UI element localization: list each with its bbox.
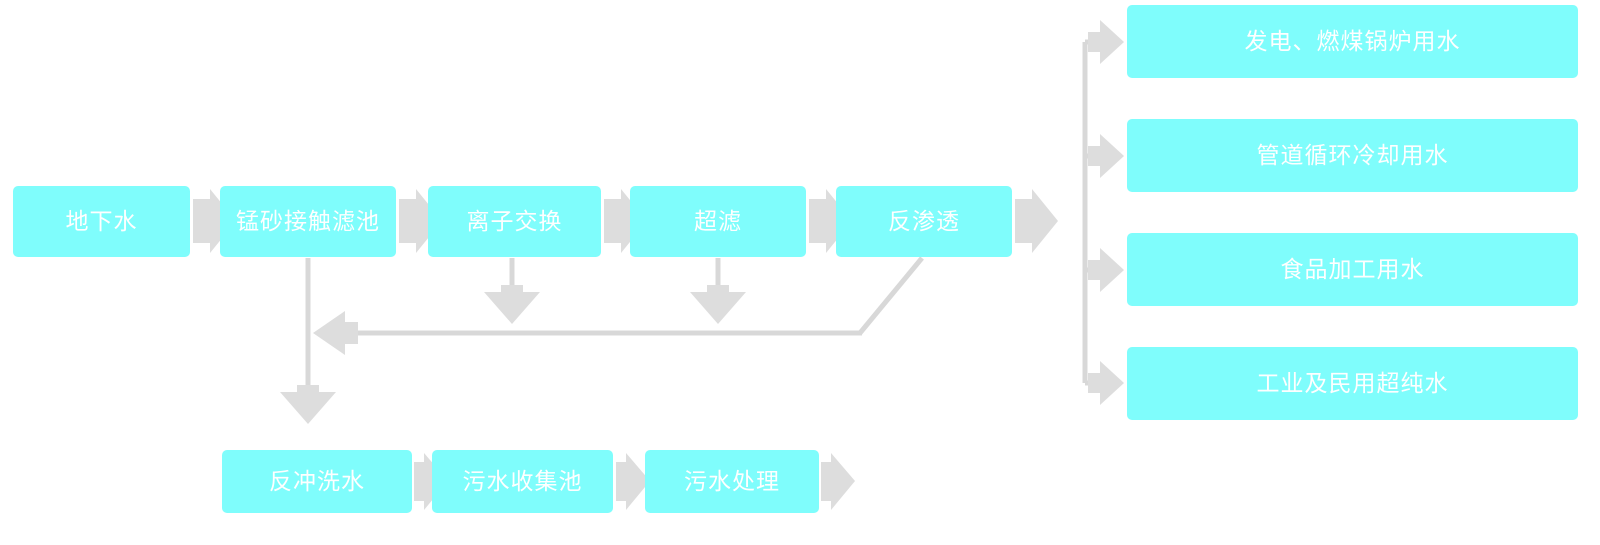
node-sewage-treatment-label: 污水处理 — [684, 467, 780, 494]
arrow-collection-to-treatment — [616, 453, 650, 510]
arrow-manganese-to-ion-exchange — [399, 189, 442, 253]
arrow-ion-exchange-to-ultrafiltration — [604, 189, 647, 253]
node-sewage-collection-tank[interactable]: 污水收集池 — [432, 450, 613, 513]
node-manganese-sand-filter-label: 锰砂接触滤池 — [236, 207, 380, 234]
arrow-groundwater-to-manganese — [193, 189, 236, 253]
node-reverse-osmosis[interactable]: 反渗透 — [836, 186, 1012, 257]
arrow-down-ion-exchange-return — [484, 292, 540, 324]
node-groundwater-label: 地下水 — [65, 207, 138, 234]
node-food-processing-water[interactable]: 食品加工用水 — [1127, 233, 1578, 306]
node-backwash-water[interactable]: 反冲洗水 — [222, 450, 412, 513]
line-reverse-osmosis-return-diagonal — [858, 256, 924, 335]
node-pipeline-cooling-water[interactable]: 管道循环冷却用水 — [1127, 119, 1578, 192]
arrow-ultrafiltration-to-reverse-osmosis — [809, 189, 852, 253]
node-groundwater[interactable]: 地下水 — [13, 186, 190, 257]
arrow-down-ion-exchange-stem — [501, 285, 523, 295]
arrow-branch-to-cooling-water — [1088, 134, 1124, 178]
node-industrial-domestic-ultrapure-water[interactable]: 工业及民用超纯水 — [1127, 347, 1578, 420]
arrow-branch-to-power-water — [1088, 20, 1124, 64]
node-sewage-collection-tank-label: 污水收集池 — [462, 467, 583, 494]
arrow-branch-to-food-water — [1088, 248, 1124, 292]
node-backwash-water-label: 反冲洗水 — [269, 467, 365, 494]
arrow-branch-to-ultrapure-water — [1088, 361, 1124, 405]
node-sewage-treatment[interactable]: 污水处理 — [645, 450, 819, 513]
node-manganese-sand-filter[interactable]: 锰砂接触滤池 — [220, 186, 396, 257]
node-ion-exchange[interactable]: 离子交换 — [428, 186, 601, 257]
node-power-coal-boiler-water-label: 发电、燃煤锅炉用水 — [1244, 27, 1461, 54]
node-reverse-osmosis-label: 反渗透 — [888, 207, 960, 234]
arrow-down-to-backwash-stem — [297, 385, 319, 395]
arrow-left-return — [313, 311, 358, 355]
arrow-treatment-outlet — [821, 453, 855, 510]
node-ultrafiltration[interactable]: 超滤 — [630, 186, 806, 257]
node-ion-exchange-label: 离子交换 — [466, 207, 563, 234]
arrow-down-to-backwash — [280, 392, 336, 424]
node-industrial-domestic-ultrapure-water-label: 工业及民用超纯水 — [1256, 369, 1449, 396]
arrow-down-ultrafiltration-return — [690, 292, 746, 324]
node-power-coal-boiler-water[interactable]: 发电、燃煤锅炉用水 — [1127, 5, 1578, 78]
node-food-processing-water-label: 食品加工用水 — [1280, 255, 1425, 282]
arrow-backwash-to-collection — [414, 453, 448, 510]
arrow-reverse-osmosis-to-outputs — [1015, 189, 1058, 253]
node-pipeline-cooling-water-label: 管道循环冷却用水 — [1256, 141, 1449, 168]
arrow-down-ultrafiltration-stem — [707, 285, 729, 295]
node-ultrafiltration-label: 超滤 — [694, 207, 742, 234]
